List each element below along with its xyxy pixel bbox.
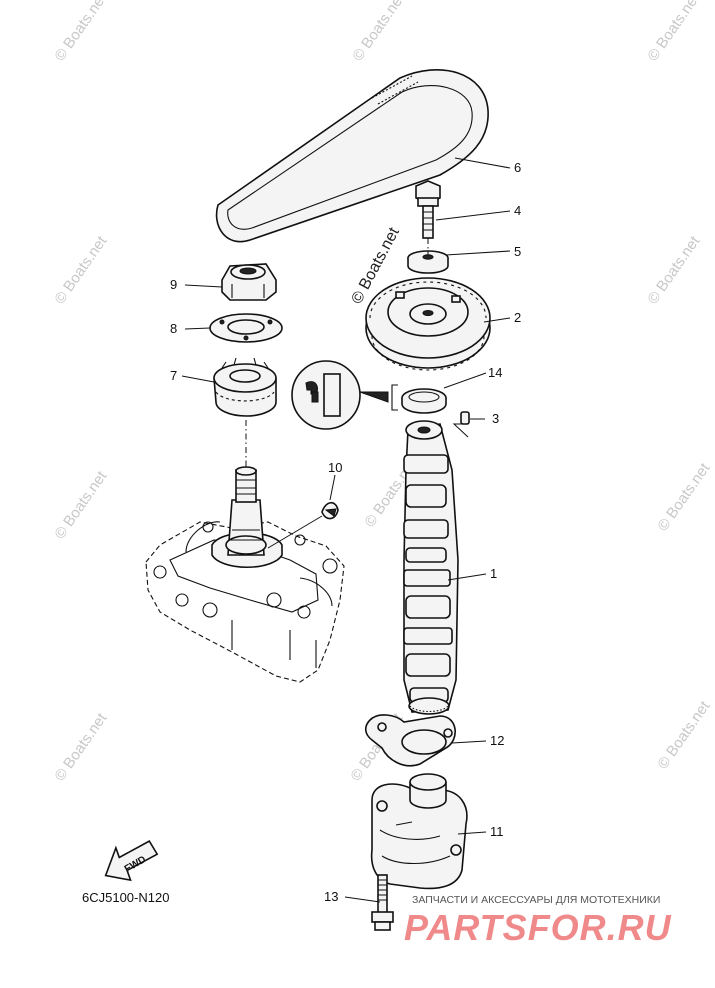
woodruff-key[interactable]: [321, 501, 339, 520]
banner-tagline: ЗАПЧАСТИ И АКСЕССУАРЫ ДЛЯ МОТОТЕХНИКИ: [412, 894, 660, 906]
callout-11: 11: [490, 824, 504, 839]
banner-brand-logo: PARTSFOR.RU: [404, 907, 672, 948]
callout-4: 4: [514, 203, 521, 218]
callout-14: 14: [488, 365, 502, 380]
watermark-text: © Boats.net: [644, 232, 703, 307]
detail-view-circle: [291, 360, 389, 430]
gasket[interactable]: [364, 714, 456, 767]
plate-washer[interactable]: [209, 313, 283, 343]
callout-8: 8: [170, 321, 177, 336]
oil-pump-bolt[interactable]: [371, 874, 394, 931]
watermark-text: © Boats.net: [51, 232, 110, 307]
diagram-code: 6CJ5100-N120: [82, 890, 169, 905]
partsfor-banner: ЗАПЧАСТИ И АКСЕССУАРЫ ДЛЯ МОТОТЕХНИКИ PA…: [404, 894, 672, 948]
callout-2: 2: [514, 310, 521, 325]
callout-6: 6: [514, 160, 521, 175]
callout-9: 9: [170, 277, 177, 292]
crankshaft-nut[interactable]: [221, 263, 277, 301]
watermark-text: © Boats.net: [51, 709, 110, 784]
callout-13: 13: [324, 889, 338, 904]
callout-7: 7: [170, 368, 177, 383]
timing-belt[interactable]: [215, 69, 489, 243]
watermark-text: © Boats.net: [51, 0, 110, 64]
oil-pump[interactable]: [370, 773, 468, 890]
callout-10: 10: [328, 460, 342, 475]
camshaft[interactable]: [403, 420, 459, 715]
leader-lines: [181, 157, 511, 903]
washer[interactable]: [407, 250, 449, 274]
callout-5: 5: [514, 244, 521, 259]
callout-3: 3: [492, 411, 499, 426]
watermark-text: © Boats.net: [51, 467, 110, 542]
watermark-text: © Boats.net: [644, 0, 703, 64]
camshaft-pulley-bolt[interactable]: [415, 180, 441, 239]
watermark-text: © Boats.net: [654, 697, 713, 772]
watermark-text: © Boats.net: [654, 459, 713, 534]
forward-direction-arrow: FWD: [104, 840, 159, 882]
drive-gear[interactable]: [213, 357, 277, 417]
camshaft-pulley[interactable]: [365, 277, 491, 371]
callout-12: 12: [490, 733, 504, 748]
dowel-pin[interactable]: [452, 411, 470, 438]
callout-1: 1: [490, 566, 497, 581]
watermark-text: © Boats.net: [349, 0, 408, 64]
oil-seal[interactable]: [391, 384, 447, 414]
callout-labels: 6 4 5 2 14 3 1 12 11 13 9 8 7 10: [170, 160, 521, 904]
crankshaft-end: [211, 466, 283, 569]
